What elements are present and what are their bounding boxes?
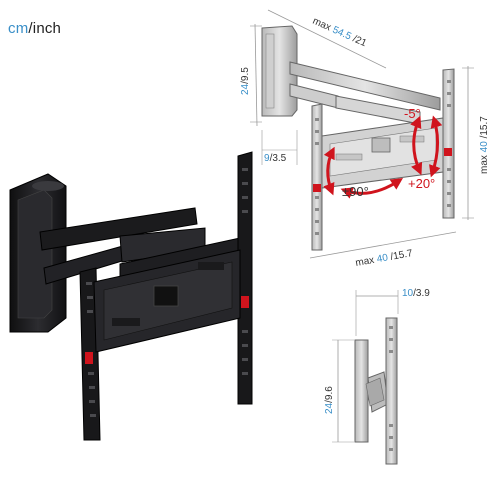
label-max-extension: max 54.5 /21 [311,16,369,50]
arm-upper-top [289,61,441,111]
wall-plate-side [354,339,369,443]
dim-line-vesa-horizontal [309,231,457,259]
label-profile-height: 24/9.6 [324,386,335,414]
swivel-arrow [340,178,403,199]
tilt-arrow-right [410,115,423,176]
product-render [9,151,253,441]
label-swivel: ±90° [342,184,369,199]
tilt-arrow-left [323,146,335,196]
unit-separator: / [28,20,33,37]
side-profile-drawing [332,290,399,465]
dim-line-max-extension [267,9,387,69]
arm-upper [39,207,198,251]
dim-line-height-top [254,23,258,127]
unit-imperial: inch [32,20,62,37]
rail-side [385,317,398,465]
label-depth-min: 9/3.5 [264,153,287,164]
label-tilt-down: +20° [408,176,435,191]
rail-right [237,151,253,405]
label-profile-depth: 10/3.9 [402,288,430,299]
rail-left-top [311,103,323,251]
unit-metric: cm [8,20,29,37]
label-vesa-vertical: max 40 /15.7 [479,116,490,174]
label-vesa-horizontal: max 40 /15.7 [355,248,414,269]
unit-legend: cm/inch [8,20,61,37]
top-view-drawing [250,9,474,259]
label-tilt-up: -5° [404,106,421,121]
label-arm-height: 24/9.5 [240,67,251,95]
rail-right-top [442,68,455,219]
